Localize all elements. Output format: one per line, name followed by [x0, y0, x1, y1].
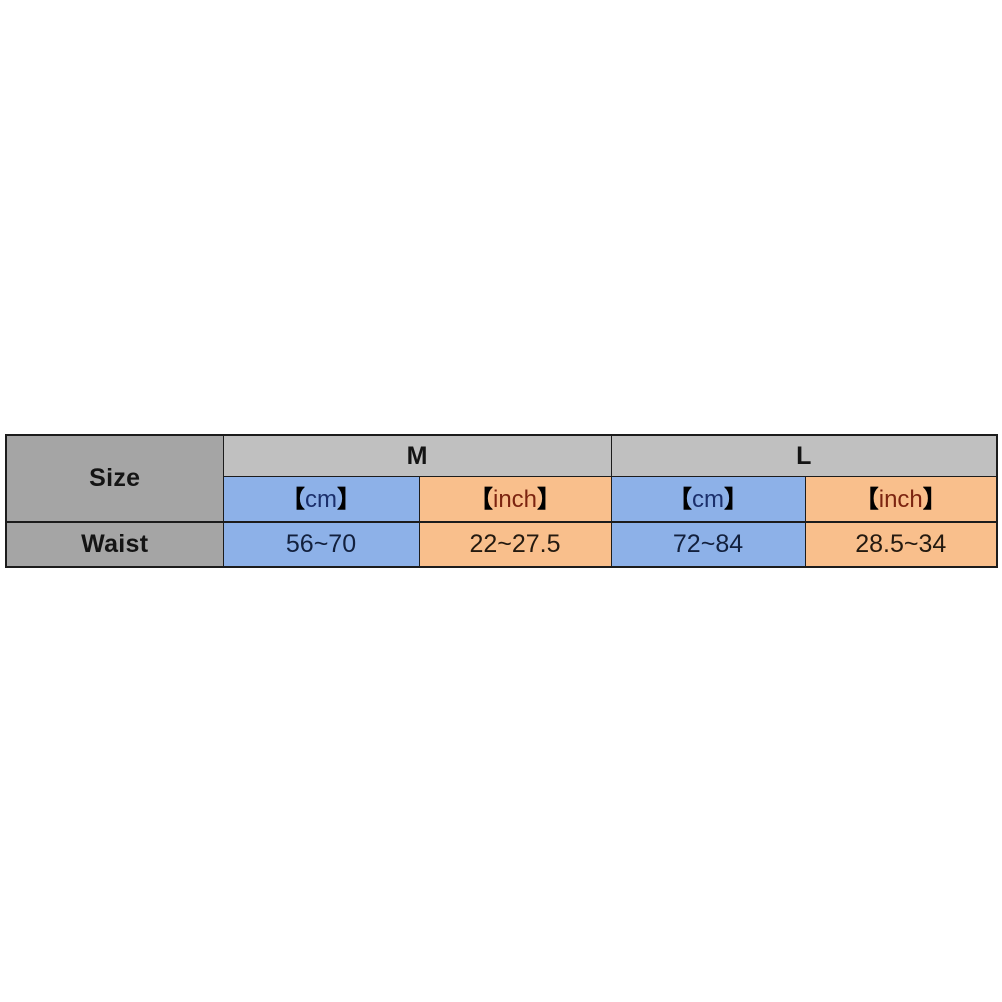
unit-label-inch: inch [878, 485, 923, 513]
table-row-waist: Waist 56~70 22~27.5 72~84 28.5~34 [5, 521, 998, 568]
bracket-close-icon: 】 [724, 485, 749, 513]
value-text: 56~70 [285, 530, 357, 559]
value-text: 72~84 [672, 530, 744, 559]
row-header-waist: Waist [5, 521, 224, 568]
table-row-unit-header: 【cm】 【inch】 【cm】 【inch】 [6, 475, 998, 523]
unit-label-inch: inch [492, 485, 538, 513]
size-header-m: M [222, 434, 612, 477]
value-waist-m-inch: 22~27.5 [418, 521, 612, 568]
bracket-close-icon: 】 [922, 485, 947, 513]
unit-header-l-inch: 【inch】 [804, 475, 998, 523]
row-header-size: Size [5, 434, 224, 523]
unit-label-cm: cm [305, 485, 337, 513]
size-header-l: L [610, 434, 998, 477]
size-chart-table: Size M L 【cm】 【inch】 【cm】 [5, 434, 999, 568]
value-text: 22~27.5 [469, 530, 561, 559]
table-row-size-header: Size M L [5, 434, 998, 523]
bracket-open-icon: 【 [854, 485, 879, 513]
value-waist-m-cm: 56~70 [222, 521, 420, 568]
value-waist-l-inch: 28.5~34 [804, 521, 998, 568]
value-waist-l-cm: 72~84 [610, 521, 806, 568]
unit-header-m-inch: 【inch】 [418, 475, 612, 523]
unit-header-m-cm: 【cm】 [222, 475, 420, 523]
size-chart: Size M L 【cm】 【inch】 【cm】 [5, 434, 999, 568]
bracket-open-icon: 【 [281, 485, 305, 513]
bracket-close-icon: 】 [537, 485, 562, 513]
unit-header-l-cm: 【cm】 [610, 475, 806, 523]
bracket-open-icon: 【 [468, 485, 493, 513]
unit-label-cm: cm [692, 485, 725, 513]
bracket-close-icon: 】 [337, 485, 361, 513]
value-text: 28.5~34 [855, 530, 947, 559]
bracket-open-icon: 【 [668, 485, 693, 513]
